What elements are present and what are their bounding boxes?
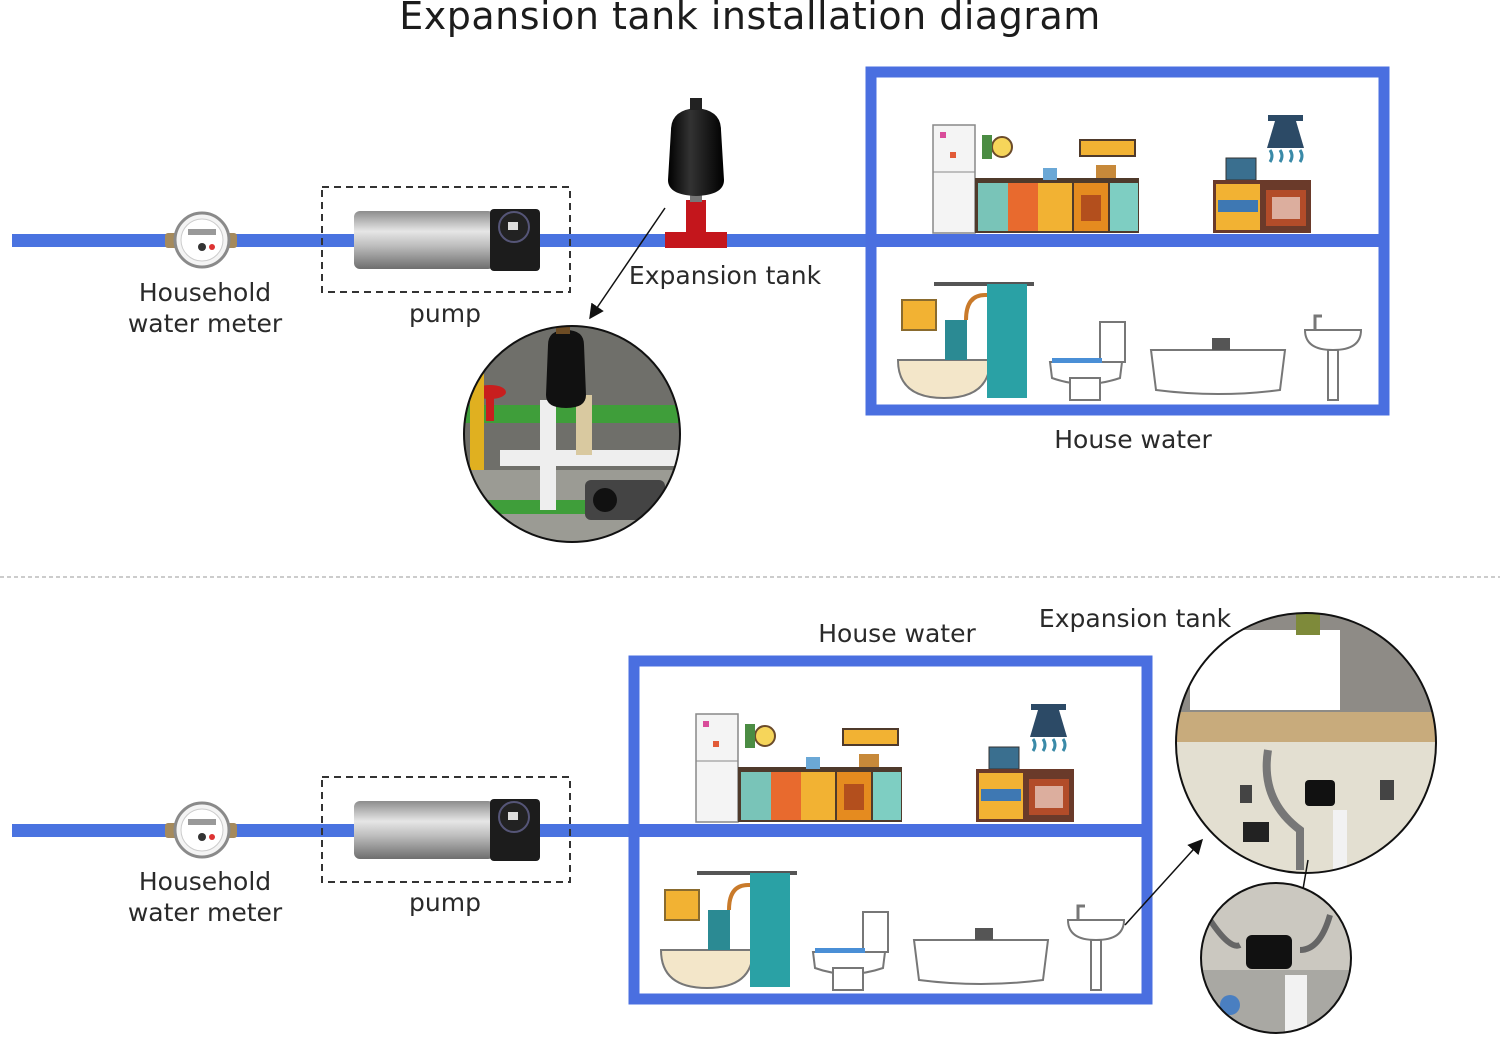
water-meter-label-line1: Household bbox=[138, 867, 272, 896]
water-meter-label-line2: water meter bbox=[127, 898, 283, 927]
kitchen-top bbox=[932, 124, 1139, 234]
water-meter-label-line2: water meter bbox=[127, 309, 283, 338]
pump bbox=[354, 799, 540, 861]
installation-photo-large bbox=[1175, 612, 1437, 874]
diagram-title: Expansion tank installation diagram bbox=[399, 0, 1101, 38]
water-meter bbox=[165, 211, 237, 269]
stove-top bbox=[1213, 115, 1311, 233]
water-meter-label-line1: Household bbox=[138, 278, 272, 307]
expansion-tank-label-bottom: Expansion tank bbox=[1038, 604, 1232, 633]
bottom-section bbox=[12, 612, 1437, 1034]
tank-pointer-arrow bbox=[589, 207, 666, 320]
expansion-tank-label-top: Expansion tank bbox=[628, 261, 822, 290]
house-frame-top bbox=[865, 66, 1390, 416]
water-meter bbox=[165, 801, 237, 859]
house-water-label-top: House water bbox=[1054, 425, 1212, 454]
kitchen-bottom bbox=[695, 713, 902, 823]
pump-dashed-box bbox=[321, 776, 571, 883]
water-meter-label-bottom: Household water meter bbox=[110, 866, 300, 928]
stove-bottom bbox=[976, 704, 1074, 822]
installation-photo-top bbox=[463, 325, 681, 543]
house-frame-bottom bbox=[628, 655, 1153, 1005]
house-water-label-bottom: House water bbox=[818, 619, 976, 648]
pump bbox=[354, 209, 540, 271]
pump-dashed-box bbox=[321, 186, 571, 293]
sink-pointer-arrow bbox=[1124, 838, 1204, 926]
bathroom-bottom bbox=[659, 871, 1126, 991]
installation-photo-detail bbox=[1200, 882, 1352, 1034]
bathroom-top bbox=[896, 282, 1363, 401]
pump-label-bottom: pump bbox=[409, 888, 481, 917]
water-meter-label-top: Household water meter bbox=[110, 277, 300, 339]
expansion-tank bbox=[665, 98, 727, 248]
pump-label-top: pump bbox=[409, 299, 481, 328]
